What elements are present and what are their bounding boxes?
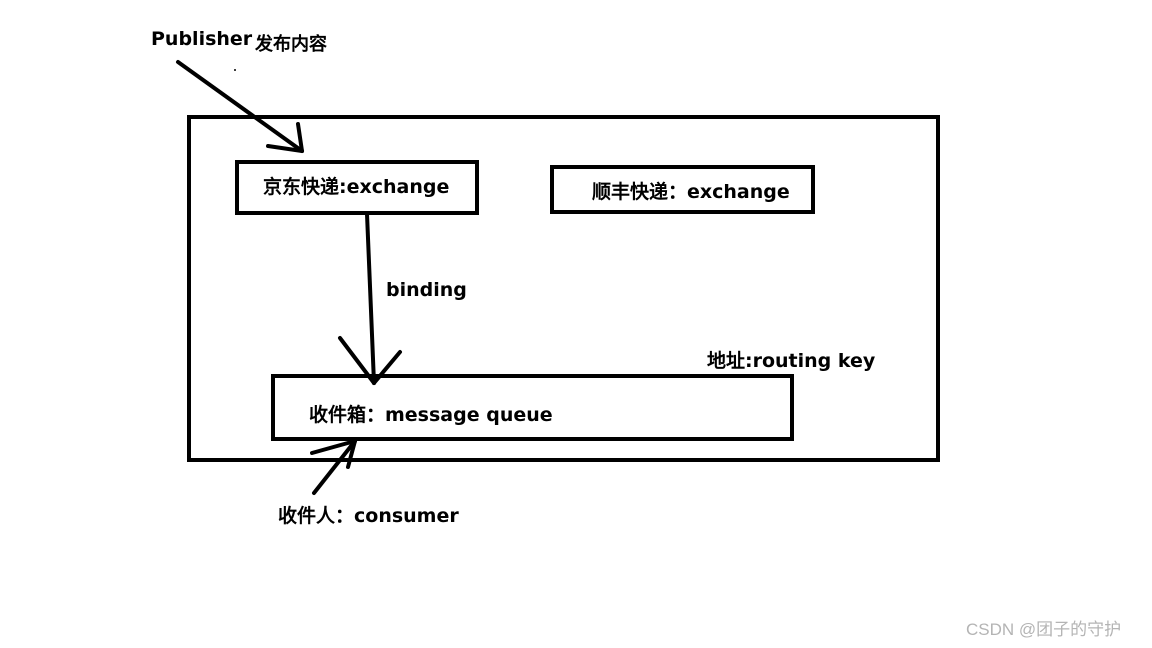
consumer-arrow xyxy=(310,439,357,495)
binding-label: binding xyxy=(386,279,467,301)
exchange-box-sf: 顺丰快递：exchange xyxy=(550,165,815,214)
watermark-text: CSDN @团子的守护 xyxy=(966,620,1122,639)
stray-dot xyxy=(234,69,236,71)
broker-box xyxy=(187,115,940,462)
exchange-label-jd: 京东快递:exchange xyxy=(263,176,450,198)
consumer-label: 收件人：consumer xyxy=(278,505,459,527)
queue-label: 收件箱：message queue xyxy=(309,404,553,426)
publisher-action-label: 发布内容 xyxy=(255,34,327,55)
exchange-label-sf: 顺丰快递：exchange xyxy=(592,181,790,203)
queue-box: 收件箱：message queue xyxy=(271,374,794,441)
exchange-box-jd: 京东快递:exchange xyxy=(235,160,479,215)
publisher-arrow xyxy=(176,60,304,153)
publisher-label: Publisher xyxy=(151,28,253,50)
routing-key-label: 地址:routing key xyxy=(707,350,876,372)
